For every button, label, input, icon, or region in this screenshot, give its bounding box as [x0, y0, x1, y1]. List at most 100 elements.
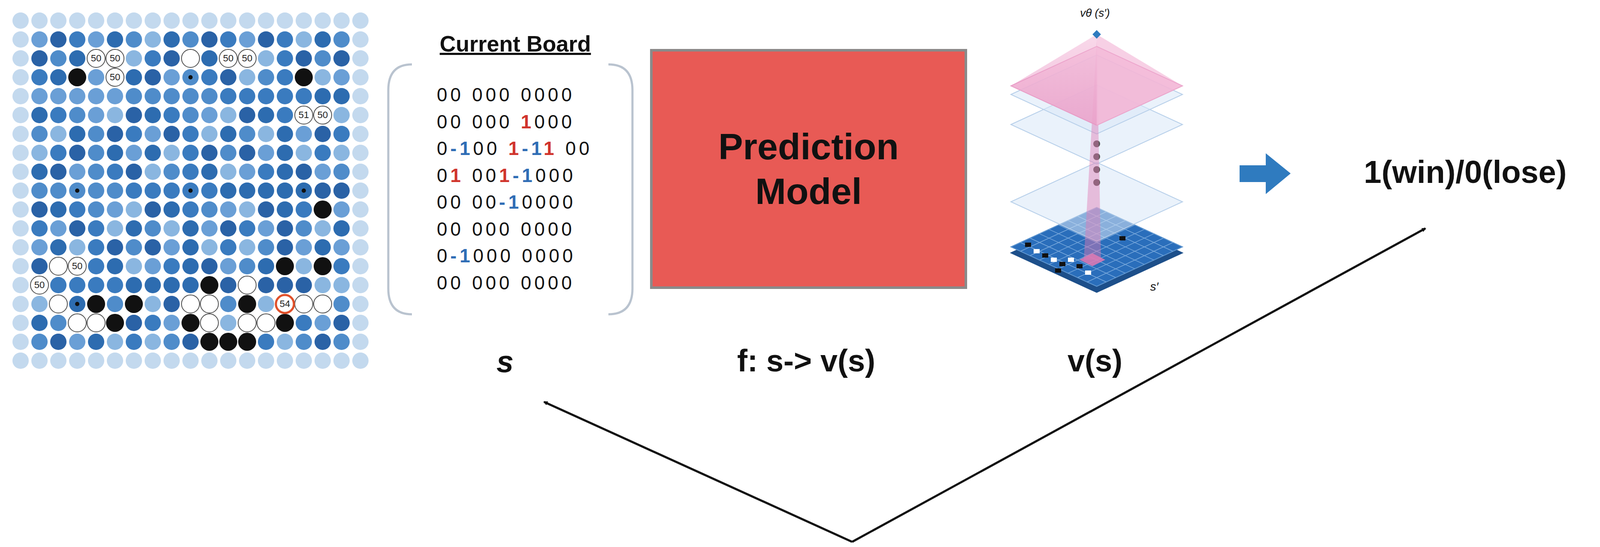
board-point — [69, 50, 86, 67]
board-point — [333, 50, 350, 67]
network-illustration — [1010, 30, 1183, 293]
board-point — [12, 201, 29, 218]
board-point — [220, 31, 237, 48]
matrix-value: 000 — [534, 111, 575, 133]
board-point — [163, 31, 180, 48]
board-point — [295, 333, 312, 350]
matrix-bracket — [608, 64, 633, 315]
black-stone — [275, 257, 294, 276]
board-point — [352, 257, 369, 275]
board-point — [69, 333, 86, 350]
board-point — [163, 50, 180, 67]
board-point — [106, 144, 124, 161]
white-stone — [49, 257, 68, 276]
board-point — [125, 31, 143, 48]
board-point — [352, 125, 369, 143]
board-point — [50, 333, 67, 350]
board-point — [333, 182, 350, 199]
board-point — [201, 352, 218, 369]
board-point — [201, 201, 218, 218]
black-stone — [275, 313, 294, 332]
board-point — [333, 69, 350, 86]
board-point — [333, 12, 350, 29]
board-point — [201, 31, 218, 48]
black-stone — [313, 257, 332, 276]
board-point — [106, 333, 124, 350]
matrix-value: 00 000 — [436, 111, 521, 133]
black-stone — [219, 332, 238, 351]
move-number: 50 — [109, 71, 121, 83]
board-point — [12, 50, 29, 67]
board-point — [106, 220, 124, 237]
board-point — [106, 125, 124, 143]
board-point — [12, 163, 29, 180]
input-stone — [1076, 263, 1083, 269]
black-stone — [181, 313, 200, 332]
board-point — [182, 87, 199, 105]
matrix-value: 000 — [535, 164, 576, 186]
black-stone — [68, 68, 87, 87]
move-number: 50 — [34, 279, 45, 291]
board-point — [220, 276, 237, 294]
star-point — [301, 188, 306, 193]
board-point — [163, 257, 180, 275]
board-point — [276, 333, 294, 350]
board-point — [125, 50, 143, 67]
board-point — [31, 144, 48, 161]
board-point — [352, 12, 369, 29]
board-point — [106, 182, 124, 199]
white-stone — [49, 294, 68, 313]
board-point — [106, 238, 124, 256]
board-point — [238, 106, 256, 124]
board-point — [163, 295, 180, 312]
board-point — [125, 257, 143, 275]
board-point — [12, 238, 29, 256]
board-point — [220, 87, 237, 105]
board-point — [182, 31, 199, 48]
board-point — [257, 257, 275, 275]
board-point — [163, 163, 180, 180]
input-stone — [1050, 257, 1057, 262]
board-point — [333, 106, 350, 124]
board-point — [352, 314, 369, 331]
board-point — [50, 125, 67, 143]
board-point — [12, 12, 29, 29]
board-point — [144, 87, 161, 105]
board-point — [238, 257, 256, 275]
matrix-value: 00 000 0000 — [436, 218, 575, 240]
board-point — [257, 69, 275, 86]
board-point — [182, 276, 199, 294]
board-point — [220, 144, 237, 161]
board-point — [352, 352, 369, 369]
board-point — [257, 125, 275, 143]
board-point — [69, 125, 86, 143]
numbered-stone — [30, 275, 49, 294]
board-point — [163, 87, 180, 105]
board-point — [31, 87, 48, 105]
board-point — [87, 257, 105, 275]
board-point — [50, 87, 67, 105]
board-point — [295, 201, 312, 218]
output-pyramid — [1010, 34, 1097, 126]
board-point — [144, 352, 161, 369]
board-point — [333, 87, 350, 105]
matrix-value: 00 000 0000 — [436, 84, 575, 106]
input-stone — [1085, 270, 1092, 275]
board-point — [201, 220, 218, 237]
board-point — [295, 125, 312, 143]
box-label: Prediction Model — [665, 124, 952, 213]
matrix-value: 000 0000 — [473, 244, 577, 267]
board-point — [12, 144, 29, 161]
board-point — [50, 12, 67, 29]
matrix-row: 00 00-10000 — [436, 191, 576, 213]
board-point — [125, 238, 143, 256]
board-point — [333, 276, 350, 294]
numbered-stone — [105, 49, 125, 68]
board-point — [276, 220, 294, 237]
board-point — [276, 352, 294, 369]
board-point — [352, 201, 369, 218]
numbered-stone — [294, 105, 313, 125]
output-pyramid — [1096, 34, 1183, 126]
state-symbol: s′ — [1149, 279, 1159, 294]
board-point — [182, 125, 199, 143]
